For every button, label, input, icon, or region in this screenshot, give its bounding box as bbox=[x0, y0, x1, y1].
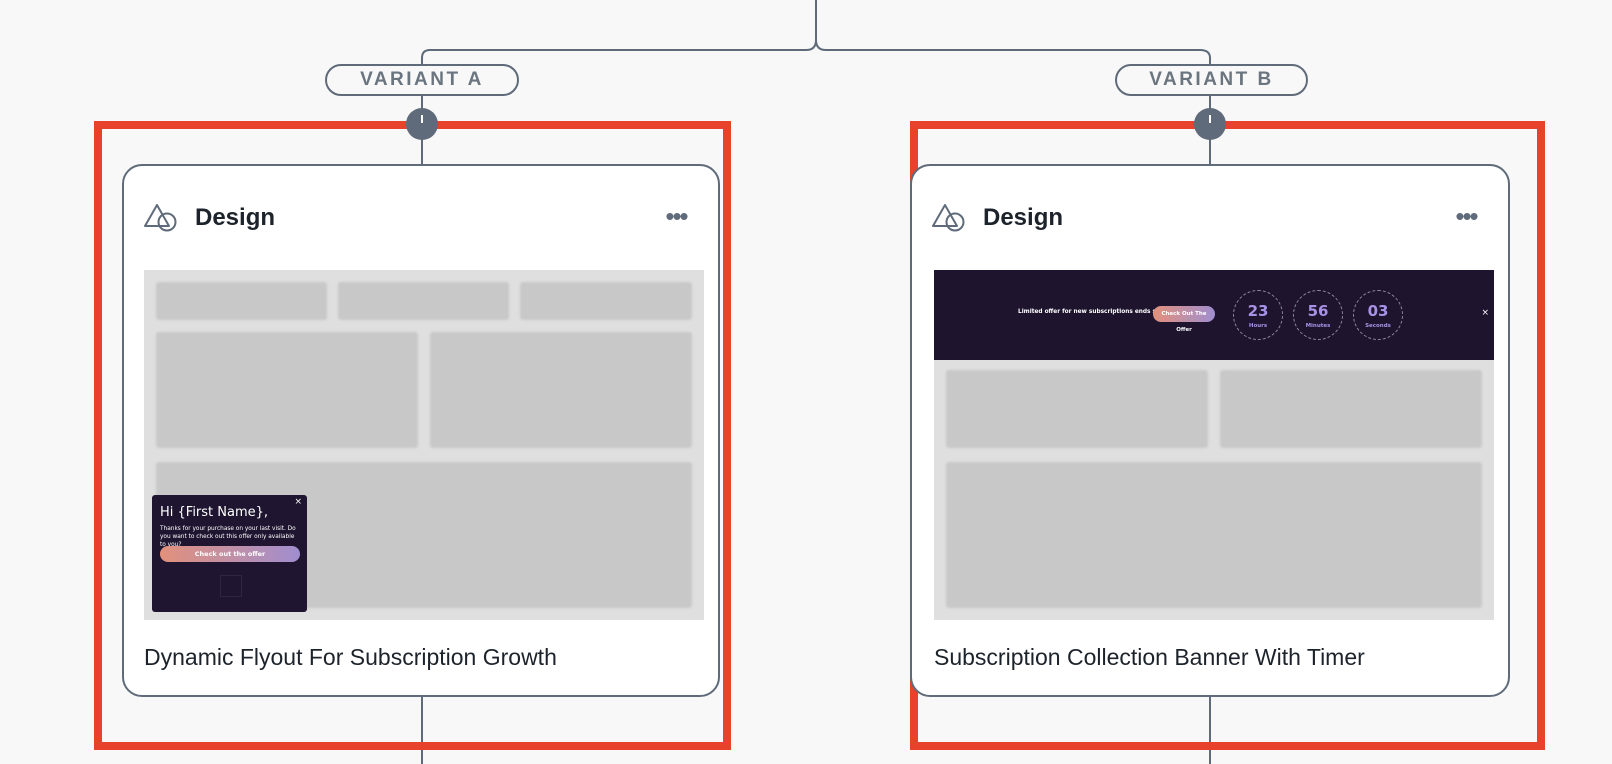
design-card-variant-b[interactable]: Design ••• Limited offer for new subscri… bbox=[910, 164, 1510, 697]
variant-a-pill[interactable]: VARIANT A bbox=[325, 64, 519, 96]
design-name: Dynamic Flyout For Subscription Growth bbox=[144, 644, 557, 670]
design-card-variant-a[interactable]: Design ••• × Hi {First Name}, Thanks for… bbox=[122, 164, 720, 697]
more-options-button[interactable]: ••• bbox=[1455, 201, 1478, 231]
logo-icon bbox=[220, 575, 242, 597]
design-name: Subscription Collection Banner With Time… bbox=[934, 644, 1365, 670]
add-step-node-b[interactable] bbox=[1194, 108, 1226, 140]
banner-text: Limited offer for new subscriptions ends… bbox=[1018, 309, 1171, 315]
more-options-button[interactable]: ••• bbox=[665, 201, 688, 231]
flyout-popup: × Hi {First Name}, Thanks for your purch… bbox=[152, 495, 307, 612]
design-preview[interactable]: × Hi {First Name}, Thanks for your purch… bbox=[144, 270, 704, 620]
timer-minutes: 56 Minutes bbox=[1293, 290, 1343, 340]
timer-seconds: 03 Seconds bbox=[1353, 290, 1403, 340]
banner-cta: Check Out The Offer bbox=[1153, 306, 1215, 333]
flyout-body: Thanks for your purchase on your last vi… bbox=[160, 526, 296, 548]
shapes-icon bbox=[932, 204, 965, 232]
close-icon: × bbox=[1481, 308, 1489, 318]
flyout-cta: Check out the offer bbox=[160, 546, 300, 562]
shapes-icon bbox=[144, 204, 177, 232]
card-title: Design bbox=[195, 204, 276, 231]
add-step-node-a[interactable] bbox=[406, 108, 438, 140]
card-header: Design ••• bbox=[144, 202, 696, 232]
close-icon: × bbox=[294, 497, 302, 507]
design-preview[interactable]: Limited offer for new subscriptions ends… bbox=[934, 270, 1494, 620]
timer-hours: 23 Hours bbox=[1233, 290, 1283, 340]
variant-b-pill[interactable]: VARIANT B bbox=[1115, 64, 1308, 96]
card-title: Design bbox=[983, 204, 1064, 231]
flyout-title: Hi {First Name}, bbox=[160, 505, 269, 520]
timer-banner: Limited offer for new subscriptions ends… bbox=[934, 270, 1494, 360]
card-header: Design ••• bbox=[932, 202, 1486, 232]
